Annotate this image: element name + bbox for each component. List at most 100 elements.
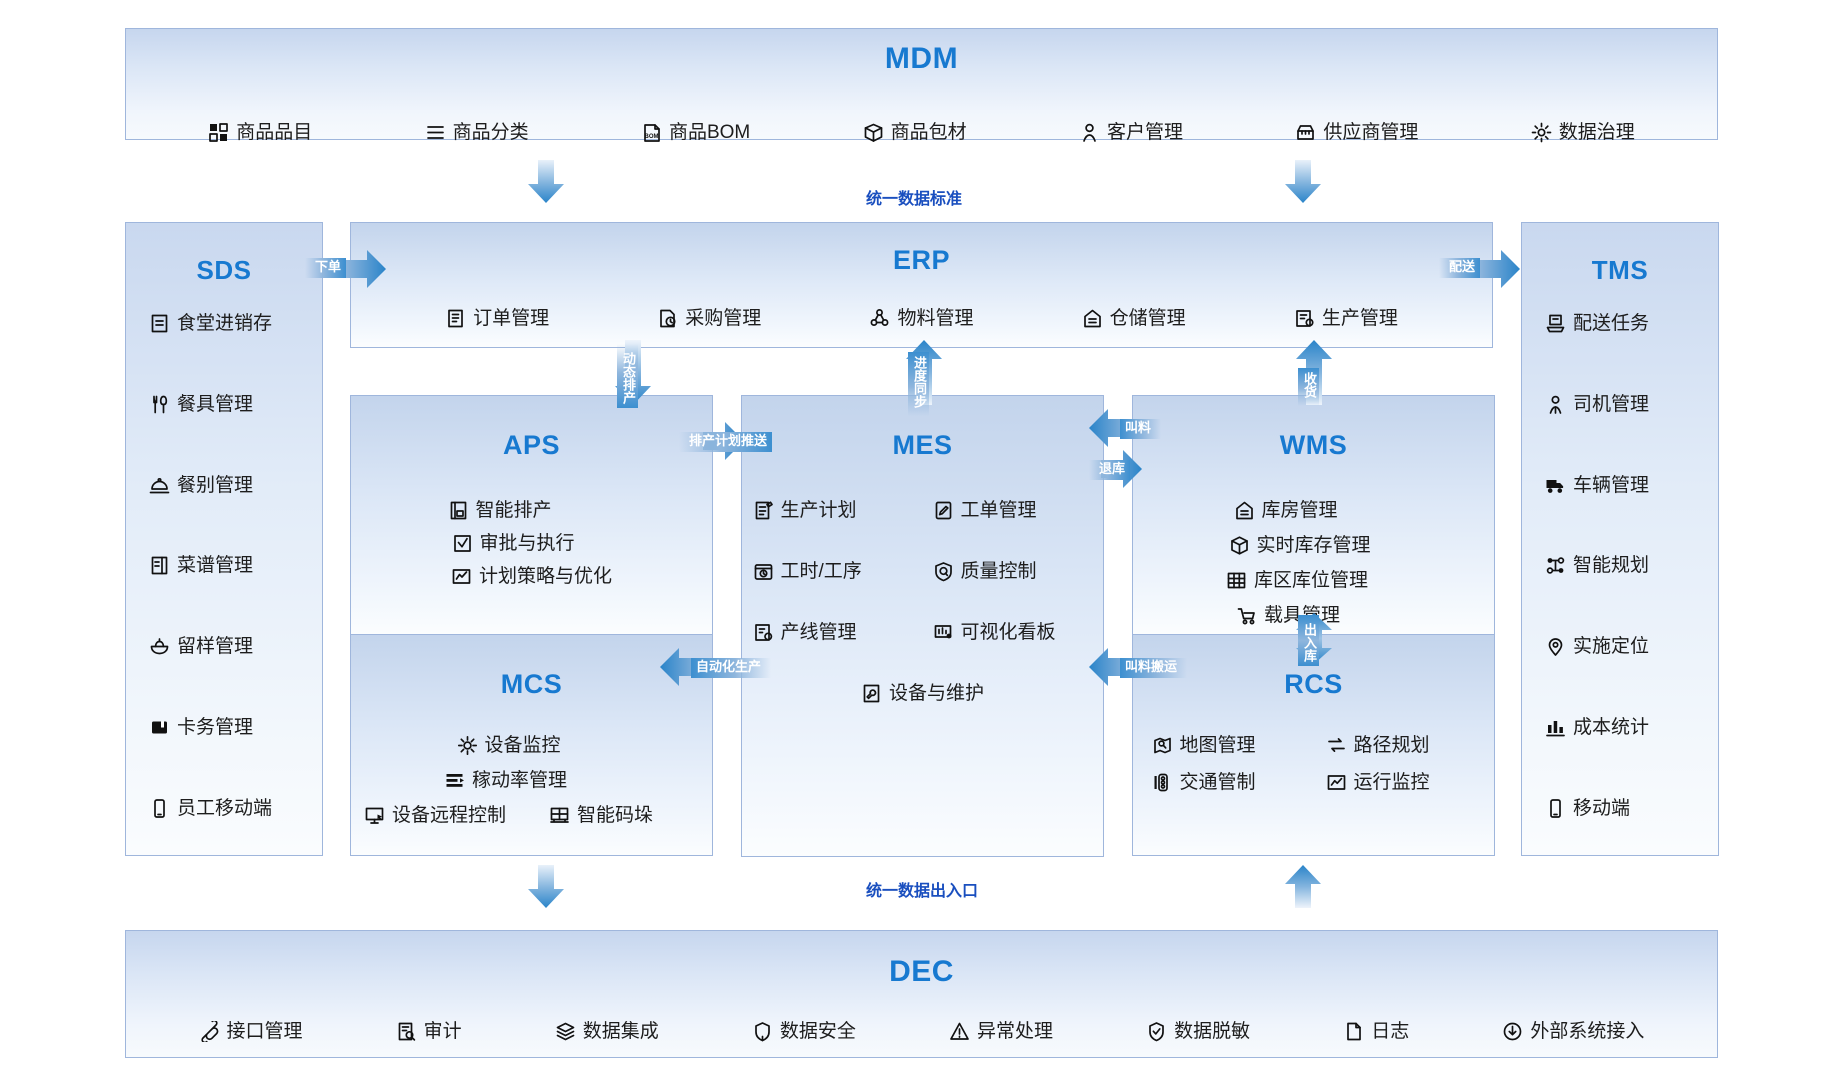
feature-item[interactable]: 审计 xyxy=(396,1021,462,1042)
feature-item[interactable]: 数据集成 xyxy=(555,1021,659,1042)
feature-item[interactable]: 智能码垛 xyxy=(549,805,699,826)
feature-item[interactable]: 数据安全 xyxy=(752,1021,856,1042)
feature-label: 实施定位 xyxy=(1573,636,1650,658)
feature-item[interactable]: 司机管理 xyxy=(1545,394,1695,415)
feature-item[interactable]: 可视化看板 xyxy=(933,622,1093,643)
dec-items: 接口管理 审计 数据集成 数据安全 异常处理 数据脱敏 日志 外部系统接入 xyxy=(126,1016,1717,1046)
feature-item[interactable]: 实时库存管理 xyxy=(1229,535,1399,556)
arrow-mdm-to-erp-left xyxy=(527,160,565,204)
security-shield-icon xyxy=(752,1021,773,1042)
feature-item[interactable]: 实施定位 xyxy=(1545,636,1695,657)
feature-item[interactable]: 卡务管理 xyxy=(149,717,299,738)
feature-item[interactable]: 设备监控 xyxy=(457,735,607,756)
feature-item[interactable]: 生产管理 xyxy=(1294,308,1398,329)
feature-item[interactable]: 日志 xyxy=(1343,1021,1409,1042)
map-pin-icon xyxy=(1545,636,1566,657)
feature-label: 商品包材 xyxy=(890,121,967,143)
feature-item[interactable]: 数据脱敏 xyxy=(1146,1021,1250,1042)
feature-item[interactable]: 地图管理 xyxy=(1152,735,1302,756)
feature-item[interactable]: 设备与维护 xyxy=(861,683,984,704)
feature-label: 可视化看板 xyxy=(960,622,1056,643)
feature-label: 菜谱管理 xyxy=(177,555,254,577)
feature-item[interactable]: 数据治理 xyxy=(1531,122,1635,143)
goods-receipt-label: 收货 xyxy=(1298,368,1319,406)
feature-label: 生产管理 xyxy=(1321,307,1398,329)
feature-item[interactable]: 异常处理 xyxy=(949,1021,1053,1042)
feature-item[interactable]: 物料管理 xyxy=(869,308,973,329)
feature-item[interactable]: 工时/工序 xyxy=(753,561,913,582)
mask-shield-check-icon xyxy=(1146,1021,1167,1042)
feature-item[interactable]: 商品包材 xyxy=(863,122,967,143)
feature-item[interactable]: 审批与执行 xyxy=(452,533,612,554)
aps-panel: APS xyxy=(350,395,713,635)
feature-item[interactable]: 外部系统接入 xyxy=(1502,1021,1644,1042)
feature-label: 数据脱敏 xyxy=(1174,1020,1251,1042)
feature-item[interactable]: 运行监控 xyxy=(1326,772,1476,793)
feature-item[interactable]: 订单管理 xyxy=(445,308,549,329)
log-file-icon xyxy=(1343,1021,1364,1042)
palletize-icon xyxy=(549,805,570,826)
feature-item[interactable]: 成本统计 xyxy=(1545,717,1695,738)
plan-push-label: 排产计划推送 xyxy=(679,432,773,452)
feature-item[interactable]: 工单管理 xyxy=(933,500,1093,521)
feature-item[interactable]: 仓储管理 xyxy=(1082,308,1186,329)
feature-item[interactable]: 产线管理 xyxy=(753,622,913,643)
workorder-pen-icon xyxy=(933,500,954,521)
feature-item[interactable]: 库区库位管理 xyxy=(1226,570,1401,591)
feature-item[interactable]: 客户管理 xyxy=(1079,122,1183,143)
feature-item[interactable]: 餐别管理 xyxy=(149,475,299,496)
feature-item[interactable]: 接口管理 xyxy=(199,1020,303,1042)
feature-item[interactable]: 移动端 xyxy=(1545,798,1695,819)
feature-label: 订单管理 xyxy=(473,307,550,329)
wrench-doc-icon xyxy=(861,683,882,704)
feature-item[interactable]: 配送任务 xyxy=(1545,313,1695,334)
feature-label: 商品品目 xyxy=(236,121,313,143)
plan-doc-icon xyxy=(753,500,774,521)
feature-item[interactable]: 路径规划 xyxy=(1326,735,1476,756)
feature-label: 质量控制 xyxy=(960,561,1037,582)
feature-item[interactable]: 供应商管理 xyxy=(1295,122,1418,143)
feature-item[interactable]: 商品分类 xyxy=(425,122,529,143)
feature-item[interactable]: 计划策略与优化 xyxy=(451,566,612,587)
feature-item[interactable]: 车辆管理 xyxy=(1545,475,1695,496)
feature-item[interactable]: 智能排产 xyxy=(448,500,616,521)
feature-item[interactable]: 智能规划 xyxy=(1545,555,1695,576)
feature-label: 设备监控 xyxy=(484,735,561,756)
quality-shield-icon xyxy=(933,561,954,582)
feature-label: 卡务管理 xyxy=(177,717,254,739)
user-person-icon xyxy=(1079,122,1100,143)
feature-item[interactable]: 菜谱管理 xyxy=(149,555,299,576)
menu-book-icon xyxy=(149,555,170,576)
feature-label: 采购管理 xyxy=(685,307,762,329)
auto-production-label: 自动化生产 xyxy=(691,658,772,678)
feature-item[interactable]: 员工移动端 xyxy=(149,798,299,819)
feature-item[interactable]: 设备远程控制 xyxy=(364,805,529,826)
feature-item[interactable]: 质量控制 xyxy=(933,561,1093,582)
mes-title: MES xyxy=(892,430,953,460)
order-doc-icon xyxy=(445,308,466,329)
feature-label: 员工移动端 xyxy=(177,797,273,819)
feature-item[interactable]: 采购管理 xyxy=(657,308,761,329)
feature-item[interactable]: 商品品目 xyxy=(208,122,312,143)
feature-label: 交通管制 xyxy=(1179,772,1256,793)
feature-item[interactable]: 留样管理 xyxy=(149,636,299,657)
feature-item[interactable]: 稼动率管理 xyxy=(444,770,619,791)
feature-item[interactable]: 生产计划 xyxy=(753,500,913,521)
remote-screen-icon xyxy=(364,805,385,826)
dynamic-schedule-label: 动态排产 xyxy=(617,344,638,408)
wms-title: WMS xyxy=(1279,430,1348,460)
erp-title: ERP xyxy=(892,245,951,275)
feature-label: 客户管理 xyxy=(1107,121,1184,143)
feature-item[interactable]: 食堂进销存 xyxy=(149,313,299,334)
feature-item[interactable]: 餐具管理 xyxy=(149,394,299,415)
feature-item[interactable]: 库房管理 xyxy=(1234,500,1394,521)
arrow-mdm-to-erp-right xyxy=(1284,160,1322,204)
sds-title: SDS xyxy=(196,255,252,285)
mcs-panel: MCS xyxy=(350,634,713,856)
feature-label: 成本统计 xyxy=(1573,717,1650,739)
package-box-icon xyxy=(863,122,884,143)
card-wallet-icon xyxy=(149,717,170,738)
feature-item[interactable]: 交通管制 xyxy=(1152,772,1302,793)
